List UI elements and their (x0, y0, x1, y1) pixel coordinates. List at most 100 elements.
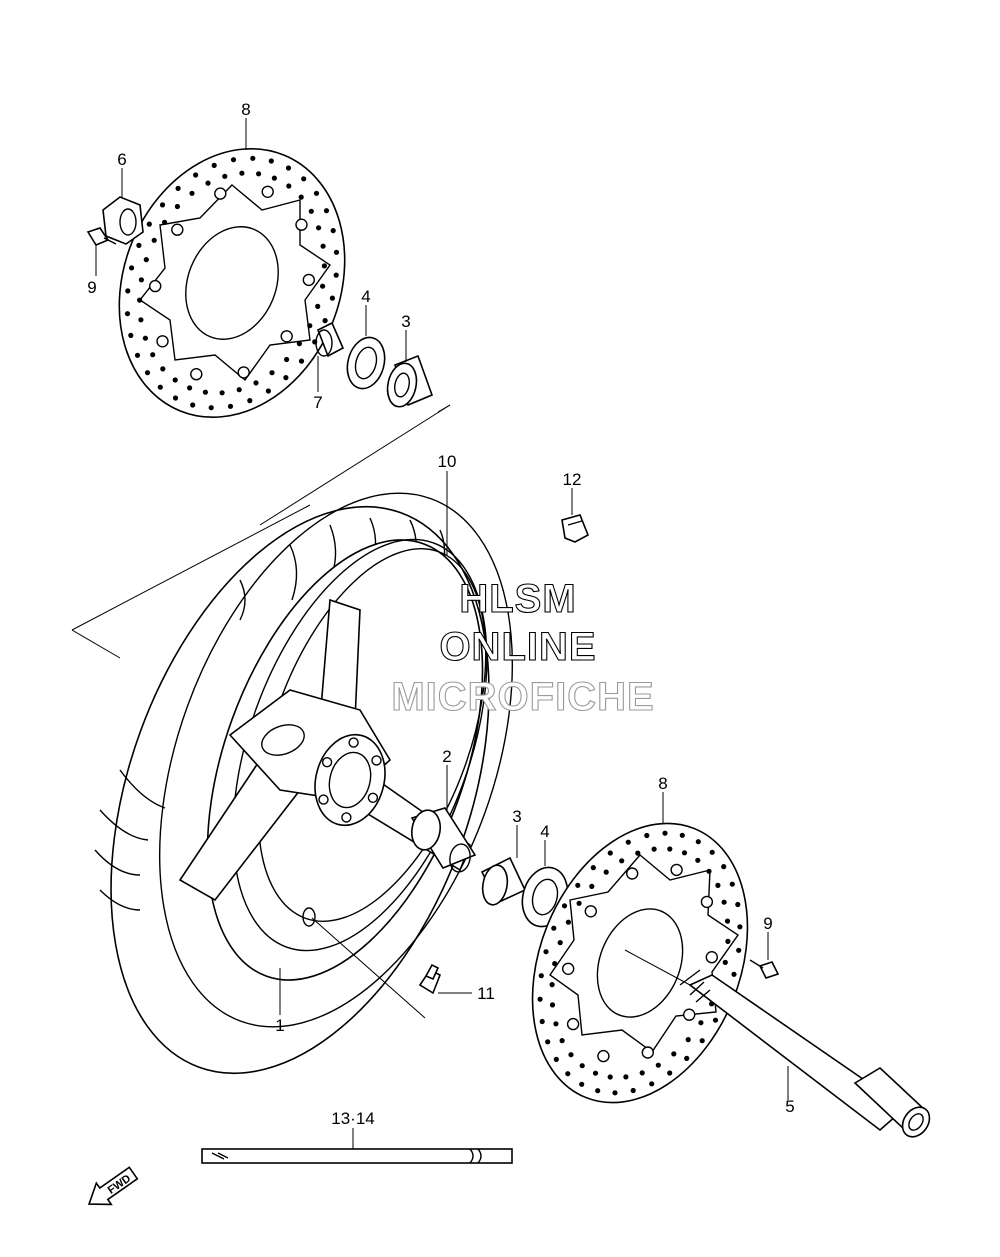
disc-hole (553, 1056, 559, 1062)
disc-hole (667, 1070, 673, 1076)
disc-hole (568, 1052, 574, 1058)
callout-4-upper: 4 (361, 287, 370, 306)
disc-hole (712, 1017, 719, 1023)
disc-hole (159, 202, 166, 208)
disc-hole (222, 173, 228, 179)
callout-9-upper: 9 (87, 278, 96, 297)
disc-hole (729, 881, 735, 887)
disc-hole (736, 947, 742, 953)
disc-hole (667, 846, 673, 852)
disc-hole (160, 366, 166, 372)
valve-11 (418, 963, 442, 995)
disc-hole (172, 377, 178, 383)
disc-hole (271, 175, 277, 181)
bolt-head (318, 794, 329, 805)
disc-hole (286, 183, 292, 189)
disc-hole (285, 165, 292, 171)
bearing-4-upper (346, 336, 386, 390)
callout-6: 6 (117, 150, 126, 169)
disc-hole (333, 249, 340, 255)
spacer-2 (410, 807, 477, 873)
disc-hole (576, 900, 582, 906)
bolt-head (214, 187, 227, 200)
callout-7: 7 (313, 393, 322, 412)
disc-hole (323, 208, 330, 214)
disc-hole (557, 940, 563, 946)
disc-hole (208, 405, 214, 411)
disc-hole (256, 171, 262, 177)
disc-hole (553, 1021, 559, 1027)
disc-hole (589, 883, 595, 890)
disc-hole (136, 242, 142, 248)
disc-hole (538, 973, 544, 979)
disc-hole (124, 311, 131, 317)
callout-1: 1 (275, 1016, 284, 1035)
bolt-head (683, 1008, 696, 1021)
disc-hole (143, 257, 149, 263)
bolt-head (171, 223, 184, 236)
disc-hole (625, 839, 631, 845)
disc-hole (134, 352, 141, 358)
bolt-head (341, 812, 352, 823)
leader-lines (95, 118, 789, 1149)
disc-hole (545, 1039, 551, 1045)
bearing-3-lower (480, 856, 527, 906)
disc-hole (219, 390, 225, 396)
disc-hole (671, 1051, 677, 1057)
disc-hole (537, 996, 543, 1002)
bolt-head (700, 895, 714, 909)
disc-hole (138, 317, 144, 323)
bearing-3-upper (386, 354, 434, 408)
disc-hole (681, 850, 688, 856)
disc-hole (623, 1074, 629, 1080)
disc-hole (146, 221, 152, 227)
callout-4-lower: 4 (540, 822, 549, 841)
disc-hole (551, 925, 557, 931)
bolt-head (705, 951, 718, 964)
disc-hole (193, 172, 199, 178)
disc-hole (552, 961, 558, 967)
disc-hole (283, 375, 289, 381)
disc-hole (725, 938, 731, 945)
disc-hole (250, 155, 256, 161)
disc-hole (128, 332, 134, 338)
spacer-7 (315, 321, 345, 358)
disc-hole (565, 1071, 571, 1077)
disc-hole (561, 903, 568, 909)
disc-hole (239, 170, 245, 176)
watermark-line-1: HLSM (459, 577, 576, 621)
disc-hole (236, 387, 242, 393)
disc-hole (709, 849, 715, 855)
disc-hole (138, 277, 144, 283)
disc-hole (735, 901, 741, 908)
disc-hole (607, 850, 613, 856)
disc-hole (320, 243, 326, 249)
disc-hole (590, 865, 596, 871)
disc-hole (316, 225, 322, 231)
bolt-head (371, 755, 382, 766)
watermark-line-3: MICROFICHE (391, 675, 654, 719)
callout-8-lower: 8 (658, 774, 667, 793)
disc-hole (543, 949, 549, 955)
disc-hole (172, 395, 179, 401)
callout-3-upper: 3 (401, 312, 410, 331)
bolt-head (670, 863, 683, 877)
disc-hole (253, 380, 259, 386)
rim-tape-13-14 (201, 1148, 513, 1164)
callout-2: 2 (442, 747, 451, 766)
bolt-head (302, 273, 315, 287)
disc-hole (322, 318, 328, 324)
bolt-9-upper (86, 227, 117, 247)
disc-hole (284, 356, 290, 363)
disc-hole (247, 398, 253, 404)
disc-hole (539, 1018, 545, 1025)
disc-hole (592, 1070, 599, 1076)
disc-hole (662, 830, 668, 836)
disc-hole (698, 1020, 704, 1026)
disc-hole (715, 882, 721, 889)
disc-hole (157, 384, 163, 390)
disc-hole (187, 385, 193, 391)
disc-hole (142, 335, 148, 341)
disc-hole (579, 1081, 585, 1087)
